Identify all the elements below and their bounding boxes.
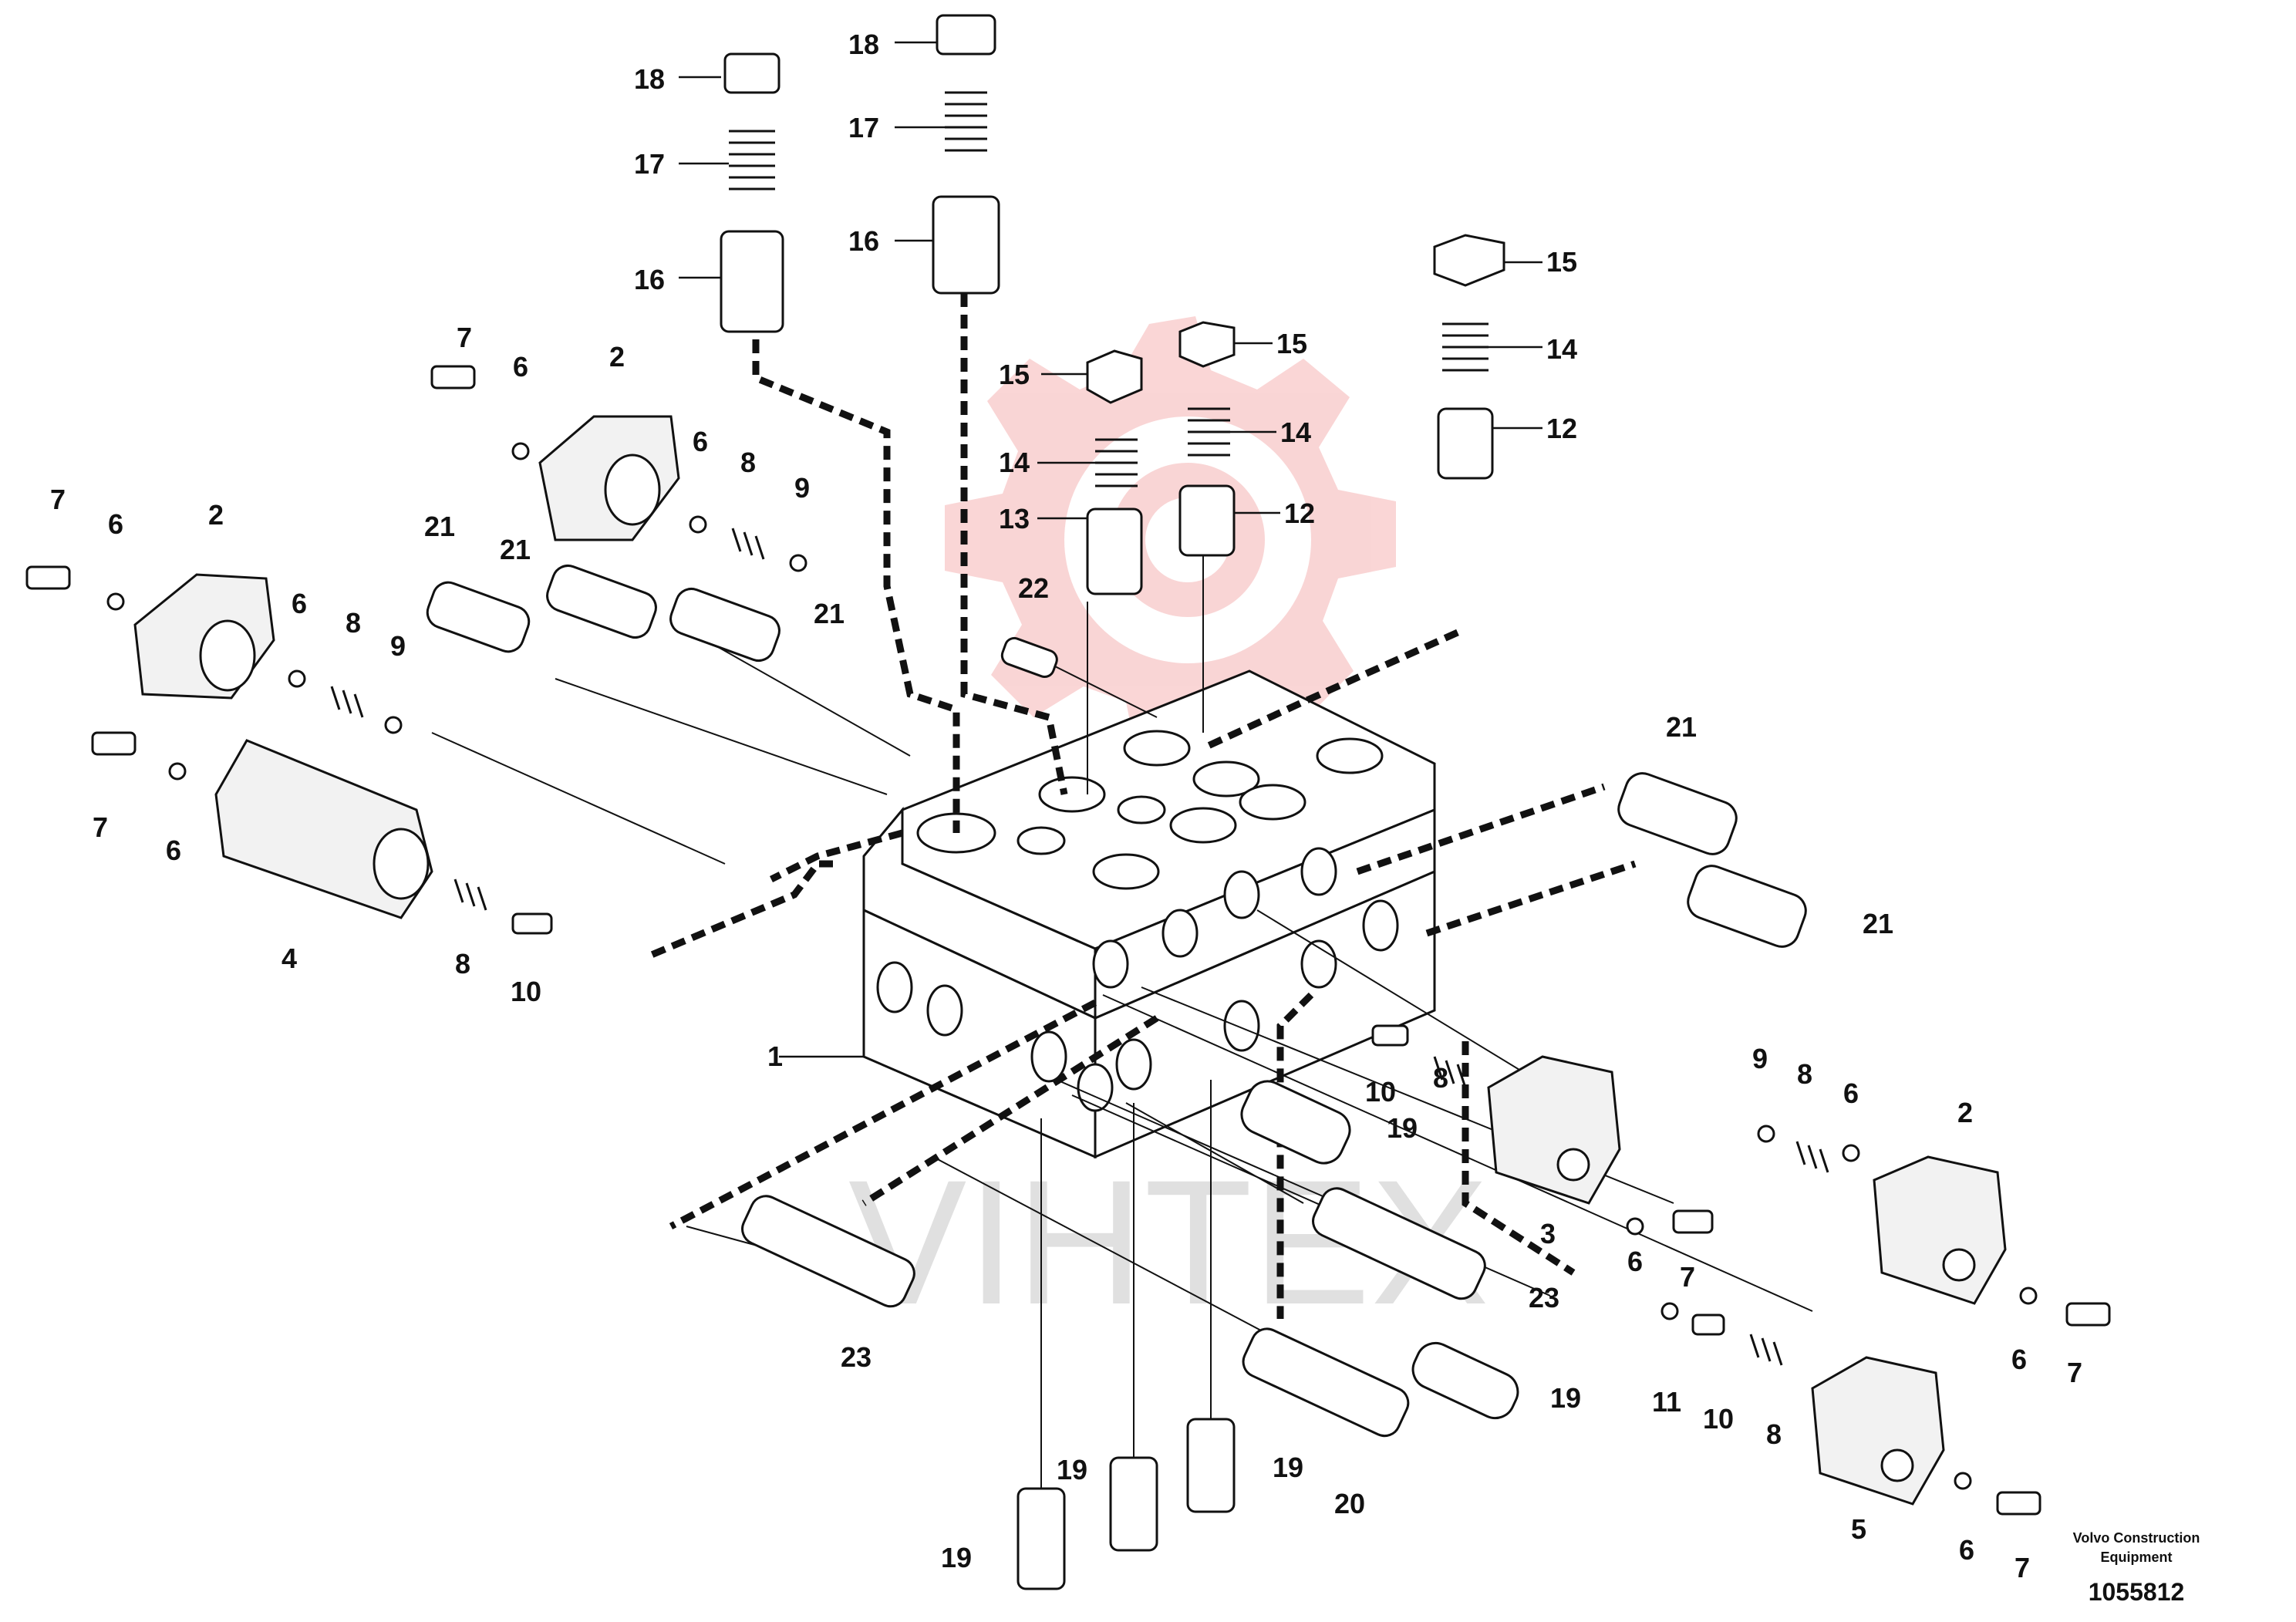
fittings-left-21: [426, 565, 1058, 679]
callout-14-c: 14: [999, 447, 1030, 478]
callout-15-b: 15: [1276, 328, 1307, 359]
callout-9-b: 9: [390, 630, 406, 662]
manufacturer-line1: Volvo Construction: [2073, 1530, 2200, 1546]
callout-19-a: 19: [1387, 1112, 1418, 1144]
housing-lower-left: [91, 731, 553, 935]
callout-22: 22: [1018, 572, 1049, 604]
callout-1: 1: [767, 1040, 783, 1072]
dashed-routing-lines: [646, 293, 1637, 1319]
callout-18-a: 18: [634, 63, 665, 95]
callout-6-f: 6: [1843, 1077, 1859, 1109]
callout-23-b: 23: [841, 1341, 872, 1373]
callout-10-c: 10: [1703, 1403, 1734, 1435]
callout-6-b: 6: [693, 426, 708, 457]
plugs-and-valves-lower: [741, 1080, 1519, 1590]
callout-20: 20: [1334, 1488, 1365, 1519]
callout-7-b: 7: [50, 484, 66, 515]
callout-7-c: 7: [93, 811, 108, 843]
callout-15-a: 15: [1546, 246, 1577, 278]
check-valve-stack-right: [1433, 234, 1505, 480]
callout-6-d: 6: [292, 588, 307, 619]
callout-19-d: 19: [1057, 1454, 1087, 1485]
callout-labels: 18 17 16 18 17 16 15 14 12 15 14 12 15 1…: [50, 29, 2082, 1583]
callout-8-e: 8: [1797, 1058, 1812, 1090]
callout-21-b: 21: [500, 534, 531, 565]
callout-8-a: 8: [740, 447, 756, 478]
callout-2-b: 2: [208, 499, 224, 531]
callout-5: 5: [1851, 1513, 1866, 1545]
title-block: Volvo Construction Equipment 1055812: [2073, 1530, 2200, 1606]
check-valve-stack-left: [1086, 349, 1143, 595]
callout-19-b: 19: [1550, 1382, 1581, 1414]
callout-7-f: 7: [2014, 1552, 2030, 1583]
leader-lines: [679, 41, 1542, 1058]
drawing-reference-number: 1055812: [2089, 1578, 2185, 1606]
callout-2-c: 2: [1957, 1097, 1973, 1128]
callout-19-e: 19: [1273, 1452, 1303, 1483]
callout-12-b: 12: [1284, 497, 1315, 529]
callout-8-c: 8: [455, 948, 470, 980]
callout-2-a: 2: [609, 341, 625, 373]
housing-upper-left: [430, 365, 807, 572]
axis-lines: [431, 555, 1813, 1543]
callout-16-a: 16: [634, 264, 665, 295]
callout-6-i: 6: [1959, 1534, 1974, 1566]
callout-18-b: 18: [848, 29, 879, 60]
callout-6-c: 6: [108, 508, 123, 540]
callout-8-f: 8: [1766, 1418, 1782, 1450]
callout-21-a: 21: [424, 511, 455, 542]
callout-7-d: 7: [1680, 1261, 1695, 1293]
callout-6-g: 6: [1627, 1246, 1643, 1277]
callout-4: 4: [282, 943, 297, 974]
callout-11: 11: [1652, 1386, 1681, 1418]
housing-right-2: [1757, 1125, 2111, 1327]
callout-10-a: 10: [511, 976, 541, 1007]
manufacturer-line2: Equipment: [2101, 1549, 2173, 1565]
callout-7-e: 7: [2067, 1357, 2082, 1388]
housing-mid-left: [25, 565, 403, 734]
callout-6-h: 6: [2011, 1344, 2027, 1375]
callout-14-b: 14: [1280, 416, 1311, 448]
callout-8-b: 8: [346, 607, 361, 639]
callout-13: 13: [999, 503, 1030, 534]
callout-6-a: 6: [513, 351, 528, 383]
callout-9-c: 9: [1752, 1043, 1768, 1074]
callout-12-a: 12: [1546, 413, 1577, 444]
relief-valve-stack-left: [720, 52, 784, 333]
callout-21-d: 21: [1666, 711, 1697, 743]
callout-17-b: 17: [848, 112, 879, 143]
callout-21-e: 21: [1863, 908, 1893, 939]
check-valve-stack-mid: [1178, 321, 1236, 557]
callout-9-a: 9: [794, 472, 810, 504]
callout-10-b: 10: [1365, 1076, 1396, 1108]
fittings-right-21: [1617, 772, 1807, 948]
callout-8-d: 8: [1433, 1062, 1448, 1094]
callout-7-a: 7: [457, 322, 472, 353]
housing-right-3: [1371, 1024, 1714, 1236]
callout-17-a: 17: [634, 148, 665, 180]
housing-right-5: [1660, 1302, 2041, 1516]
valve-block-body: [862, 669, 1436, 1159]
callout-16-b: 16: [848, 225, 879, 257]
callout-21-c: 21: [814, 598, 845, 629]
callout-14-a: 14: [1546, 333, 1577, 365]
callout-3: 3: [1540, 1218, 1556, 1249]
relief-valve-stack-center: [932, 14, 1000, 295]
callout-15-c: 15: [999, 359, 1030, 390]
callout-6-e: 6: [166, 835, 181, 866]
callout-23-a: 23: [1529, 1282, 1559, 1313]
callout-19-c: 19: [941, 1542, 972, 1573]
